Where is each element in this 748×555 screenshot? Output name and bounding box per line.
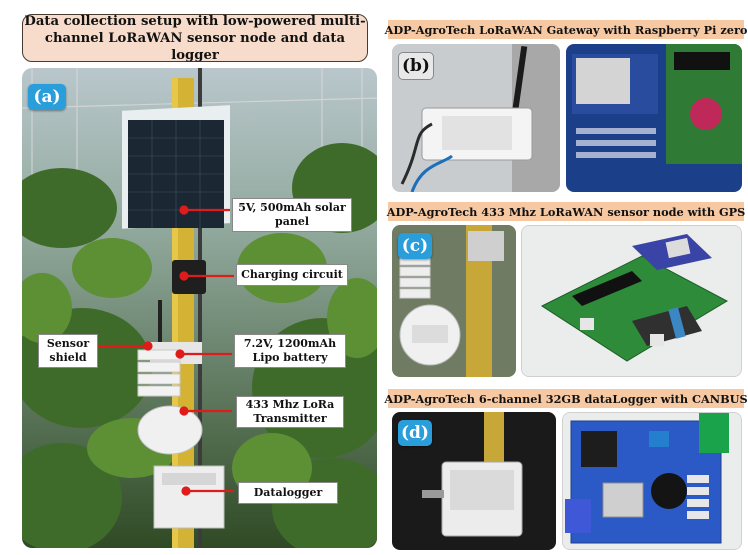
- panel-b-header: ADP-AgroTech LoRaWAN Gateway with Raspbe…: [385, 20, 747, 39]
- panel-c-node-photo: [392, 225, 516, 377]
- panel-a-illustration: [22, 68, 377, 548]
- panel-d-badge: (d): [398, 420, 432, 446]
- label-battery-line2: Lipo battery: [252, 351, 328, 364]
- main-title: Data collection setup with low-powered m…: [22, 13, 368, 63]
- main-title-line2: channel LoRaWAN sensor node and data log…: [44, 30, 346, 63]
- panel-a-badge: (a): [28, 84, 66, 110]
- label-charging-circuit: Charging circuit: [236, 264, 348, 286]
- label-lora-transmitter: 433 Mhz LoRa Transmitter: [236, 396, 344, 428]
- label-battery-line1: 7.2V, 1200mAh: [243, 337, 337, 350]
- label-shield-line2: shield: [49, 351, 87, 364]
- gateway-illustration: [392, 44, 560, 192]
- label-lipo-battery: 7.2V, 1200mAh Lipo battery: [234, 334, 346, 368]
- panel-b-badge: (b): [398, 52, 434, 80]
- panel-d-header: ADP-AgroTech 6-channel 32GB dataLogger w…: [384, 389, 748, 408]
- label-datalogger: Datalogger: [238, 482, 338, 504]
- label-lora-line1: 433 Mhz LoRa: [245, 398, 335, 411]
- label-solar-panel: 5V, 500mAh solar panel: [232, 198, 352, 232]
- pcb-render-illustration: [522, 226, 741, 376]
- panel-c-pcb-render: [521, 225, 742, 377]
- label-lora-line2: Transmitter: [253, 412, 327, 425]
- label-shield-line1: Sensor: [46, 337, 90, 350]
- panel-b-raspberry-photo: [566, 44, 742, 192]
- panel-c-header: ADP-AgroTech 433 Mhz LoRaWAN sensor node…: [387, 202, 745, 221]
- panel-c-badge: (c): [398, 233, 432, 259]
- raspberry-illustration: [566, 44, 742, 192]
- panel-d-pcb-render: [562, 412, 742, 550]
- main-title-line1: Data collection setup with low-powered m…: [24, 13, 366, 29]
- label-solar-line1: 5V, 500mAh solar: [238, 201, 346, 214]
- sensor-node-illustration: [392, 225, 516, 377]
- label-solar-line2: panel: [275, 215, 309, 228]
- panel-a-photo: [22, 68, 377, 548]
- logger-pcb-illustration: [563, 413, 741, 549]
- label-sensor-shield: Sensor shield: [38, 334, 98, 368]
